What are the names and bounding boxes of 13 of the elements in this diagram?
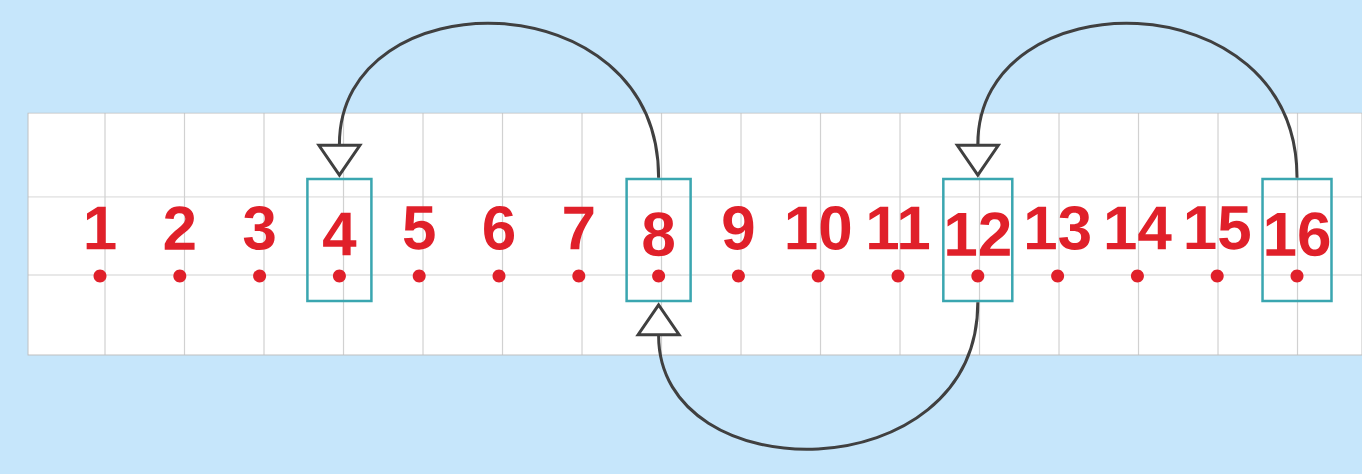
number: 2	[164, 206, 195, 250]
curved-arrow	[635, 302, 980, 451]
number: 14	[1106, 206, 1172, 250]
boxed-number: 8	[625, 177, 692, 303]
number: 13	[1027, 206, 1090, 250]
boxed-number: 12	[942, 177, 1014, 303]
boxed-number: 16	[1261, 177, 1333, 303]
boxed-number: 4	[306, 177, 373, 303]
number: 1	[86, 206, 116, 250]
number: 11	[869, 206, 930, 250]
number: 10	[787, 206, 851, 250]
number: 6	[484, 206, 514, 250]
number: 15	[1186, 206, 1250, 250]
